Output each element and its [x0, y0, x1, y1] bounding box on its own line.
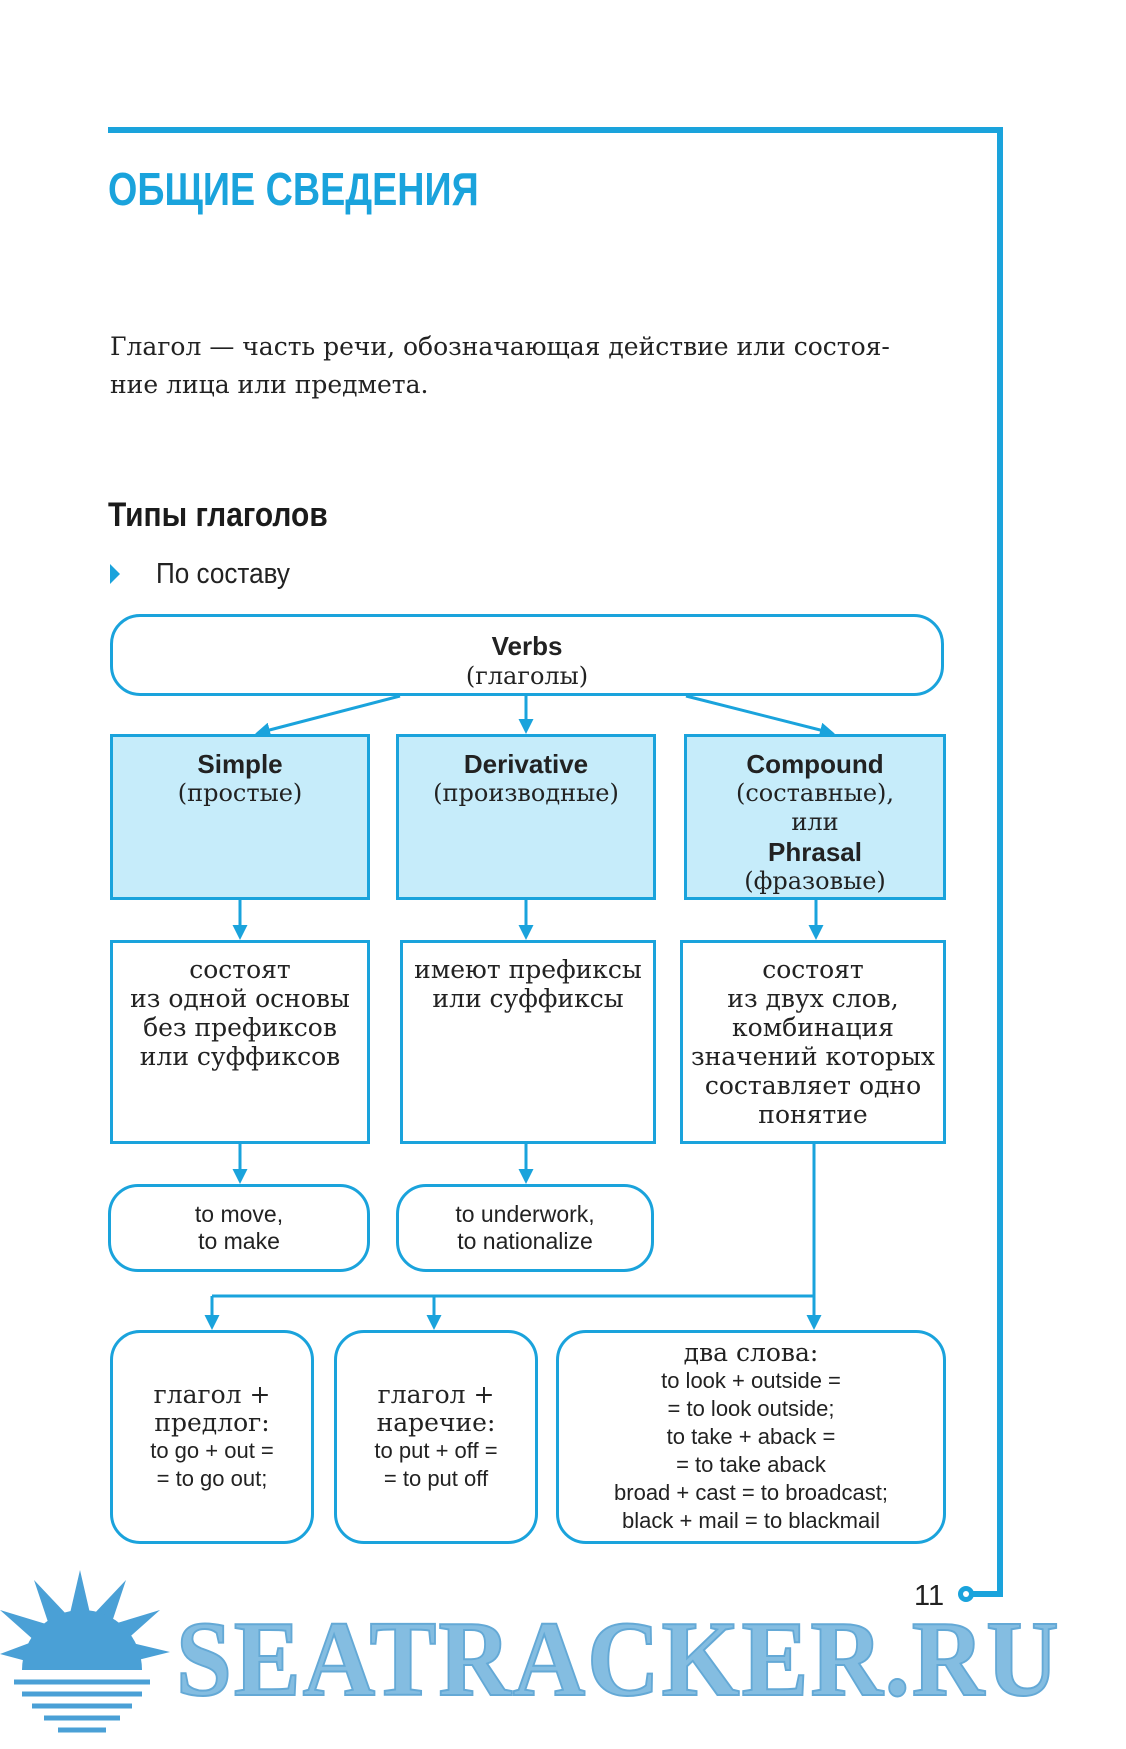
bullet-label: По составу: [156, 558, 290, 590]
simple-example-box: to move, to make: [108, 1184, 370, 1272]
kind-label-line: два слова:: [683, 1338, 819, 1367]
intro-paragraph: Глагол — часть речи, обозначающая действ…: [110, 328, 950, 404]
watermark-text: SEATRACKER.RU: [175, 1599, 1061, 1720]
description-line: значений которых: [690, 1042, 936, 1071]
verb-adverb-box: глагол + наречие: to put + off = = to pu…: [334, 1330, 538, 1544]
intro-line: ние лица или предмета.: [110, 370, 429, 399]
verb-preposition-box: глагол + предлог: to go + out = = to go …: [110, 1330, 314, 1544]
node-russian-label: (фразовые): [744, 867, 886, 895]
derivative-type-box: Derivative (производные): [396, 734, 656, 900]
derivative-example-box: to underwork, to nationalize: [396, 1184, 654, 1272]
node-english-label: Phrasal: [768, 837, 862, 867]
page-title: ОБЩИЕ СВЕДЕНИЯ: [108, 163, 479, 215]
description-line: составляет одно: [704, 1071, 922, 1100]
kind-example-line: to put + off =: [374, 1438, 498, 1463]
node-russian-label: (производные): [433, 779, 619, 807]
kind-label-line: предлог:: [154, 1408, 270, 1437]
kind-label-line: глагол +: [153, 1380, 271, 1409]
intro-line: Глагол — часть речи, обозначающая действ…: [110, 332, 890, 361]
description-line: комбинация: [732, 1013, 894, 1042]
node-english-label: Compound: [746, 749, 884, 779]
watermark-sun-icon: [0, 1570, 170, 1733]
kind-example-line: = to look outside;: [667, 1396, 835, 1421]
kind-example-line: to take + aback =: [666, 1424, 836, 1449]
kind-label-line: наречие:: [376, 1408, 496, 1437]
triangle-bullet-icon: [110, 564, 120, 584]
description-line: из двух слов,: [727, 984, 899, 1013]
node-russian-label: (простые): [177, 779, 303, 807]
node-russian-label: (составные),: [735, 779, 895, 807]
page-frame-line: [108, 127, 1003, 1597]
simple-type-box: Simple (простые): [110, 734, 370, 900]
kind-example-line: to go + out =: [150, 1438, 274, 1463]
derivative-description-box: имеют префиксы или суффиксы: [400, 940, 656, 1144]
kind-example-line: = to take aback: [676, 1452, 826, 1477]
verbs-root-box: Verbs (глаголы): [110, 614, 944, 696]
kind-label-line: глагол +: [377, 1380, 495, 1409]
description-line: понятие: [758, 1100, 868, 1129]
node-russian-label: (глаголы): [465, 662, 589, 690]
description-line: состоят: [189, 955, 291, 984]
node-russian-label: или: [791, 808, 839, 836]
description-line: состоят: [762, 955, 864, 984]
kind-example-line: broad + cast = to broadcast;: [614, 1480, 888, 1505]
node-english-label: Derivative: [463, 749, 589, 779]
kind-example-line: to look + outside =: [661, 1368, 841, 1393]
node-english-label: Simple: [197, 749, 283, 779]
description-line: из одной основы: [130, 984, 350, 1013]
kind-example-line: black + mail = to blackmail: [622, 1508, 880, 1533]
kind-example-line: = to go out;: [156, 1466, 268, 1491]
section-heading: Типы глаголов: [108, 496, 328, 534]
arrow-to-compound: [685, 694, 835, 738]
example-line: to nationalize: [457, 1228, 593, 1254]
description-line: или суффиксов: [139, 1042, 341, 1071]
arrow-to-simple: [255, 694, 401, 738]
example-line: to move,: [194, 1201, 284, 1227]
compound-type-box: Compound (составные), или Phrasal (фразо…: [684, 734, 946, 900]
simple-description-box: состоят из одной основы без префиксов ил…: [110, 940, 370, 1144]
node-english-label: Verbs: [491, 631, 563, 661]
two-words-box: два слова: to look + outside = = to look…: [556, 1330, 946, 1544]
kind-example-line: = to put off: [383, 1466, 489, 1491]
example-line: to underwork,: [455, 1201, 595, 1227]
compound-description-box: состоят из двух слов, комбинация значени…: [680, 940, 946, 1144]
page-number: 11: [914, 1580, 945, 1612]
description-line: без префиксов: [143, 1013, 337, 1042]
description-line: имеют префиксы: [414, 955, 642, 984]
example-line: to make: [198, 1228, 280, 1254]
description-line: или суффиксы: [432, 984, 624, 1013]
